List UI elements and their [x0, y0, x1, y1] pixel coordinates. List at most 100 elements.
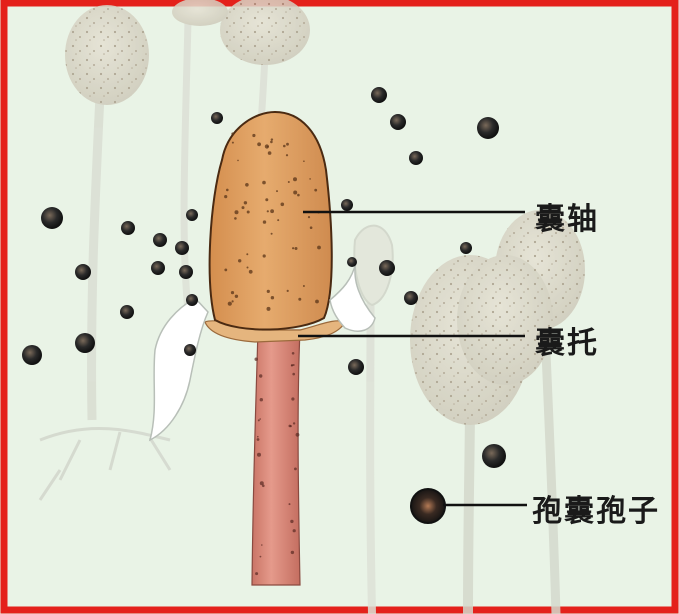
columella-speckle — [303, 285, 305, 287]
columella-speckle — [317, 246, 321, 250]
columella-speckle — [286, 154, 288, 156]
stalk-speckle — [290, 520, 293, 523]
spore — [186, 209, 198, 221]
columella-speckle — [271, 233, 273, 235]
stalk-speckle — [292, 373, 295, 376]
columella-speckle — [270, 141, 273, 144]
columella-speckle — [265, 144, 269, 148]
stalk-speckle — [293, 422, 295, 424]
columella-speckle — [265, 198, 268, 201]
columella-speckle — [315, 300, 319, 304]
spore — [22, 345, 42, 365]
spore — [151, 261, 165, 275]
columella-speckle — [257, 142, 261, 146]
spore — [41, 207, 63, 229]
columella-speckle — [232, 300, 234, 302]
columella-speckle — [268, 151, 272, 155]
columella-speckle — [281, 203, 285, 207]
columella-speckle — [242, 206, 245, 209]
stalk-speckle — [260, 481, 264, 485]
spore — [404, 291, 418, 305]
columella-speckle — [245, 183, 249, 187]
stalk-speckle — [294, 468, 297, 471]
stalk-speckle — [289, 503, 291, 505]
columella-speckle — [297, 194, 300, 197]
columella-speckle — [267, 290, 270, 293]
spore-highlighted — [411, 489, 445, 523]
stalk-speckle — [259, 374, 262, 377]
spore — [379, 260, 395, 276]
columella-speckle — [237, 160, 239, 162]
stalk-speckle — [257, 436, 259, 438]
spore — [409, 151, 423, 165]
stalk-speckle — [258, 419, 260, 421]
stalk-speckle — [260, 556, 262, 558]
columella-speckle — [232, 142, 234, 144]
columella-speckle — [314, 189, 317, 192]
columella-speckle — [310, 226, 313, 229]
columella-speckle — [267, 307, 271, 311]
columella-speckle — [263, 254, 266, 257]
stalk-speckle — [255, 358, 258, 361]
spore — [120, 305, 134, 319]
columella-speckle — [277, 219, 279, 221]
columella-speckle — [309, 178, 311, 180]
columella-shape — [210, 112, 332, 330]
columella-speckle — [287, 290, 289, 292]
columella-speckle — [231, 132, 234, 135]
columella-speckle — [293, 191, 297, 195]
columella-speckle — [303, 160, 305, 162]
stalk-speckle — [257, 438, 260, 441]
spore — [175, 241, 189, 255]
columella-speckle — [308, 216, 310, 218]
stalk-speckle — [259, 418, 261, 420]
columella-speckle — [249, 270, 253, 274]
stalk-speckle — [293, 529, 296, 532]
spore — [371, 87, 387, 103]
spore — [460, 242, 472, 254]
stalk-speckle — [296, 433, 300, 437]
stalk-speckle — [257, 453, 261, 457]
columella-speckle — [226, 189, 229, 192]
spore — [179, 265, 193, 279]
columella-speckle — [286, 143, 289, 146]
spore — [211, 112, 223, 124]
stalk-speckle — [292, 352, 295, 355]
spore — [75, 333, 95, 353]
columella-speckle — [263, 220, 266, 223]
columella-speckle — [276, 190, 278, 192]
stalk-speckle — [261, 544, 263, 546]
spore — [390, 114, 406, 130]
columella-speckle — [235, 210, 239, 214]
spore — [482, 444, 506, 468]
columella-speckle — [270, 209, 274, 213]
stalk-speckle — [260, 398, 263, 401]
columella-speckle — [238, 259, 241, 262]
spore — [347, 257, 357, 267]
columella-speckle — [292, 247, 294, 249]
spore — [186, 294, 198, 306]
spore — [477, 117, 499, 139]
columella-speckle — [288, 181, 290, 183]
columella-speckle — [295, 247, 298, 250]
columella-speckle — [246, 253, 248, 255]
columella-speckle — [234, 217, 237, 220]
stalk-speckle — [255, 572, 258, 575]
columella-speckle — [228, 302, 232, 306]
columella-speckle — [271, 138, 273, 140]
stalk-speckle — [291, 365, 293, 367]
columella-speckle — [235, 295, 238, 298]
spore — [75, 264, 91, 280]
spore — [341, 199, 353, 211]
label-columella: 囊轴 — [535, 194, 599, 238]
columella-speckle — [271, 296, 274, 299]
columella-speckle — [224, 195, 227, 198]
columella-speckle — [244, 201, 247, 204]
columella-speckle — [298, 298, 301, 301]
spore — [184, 344, 196, 356]
stalk-speckle — [290, 425, 292, 427]
columella-speckle — [293, 177, 297, 181]
columella-speckle — [224, 269, 227, 272]
columella-speckle — [262, 181, 266, 185]
columella-speckle — [267, 210, 269, 212]
